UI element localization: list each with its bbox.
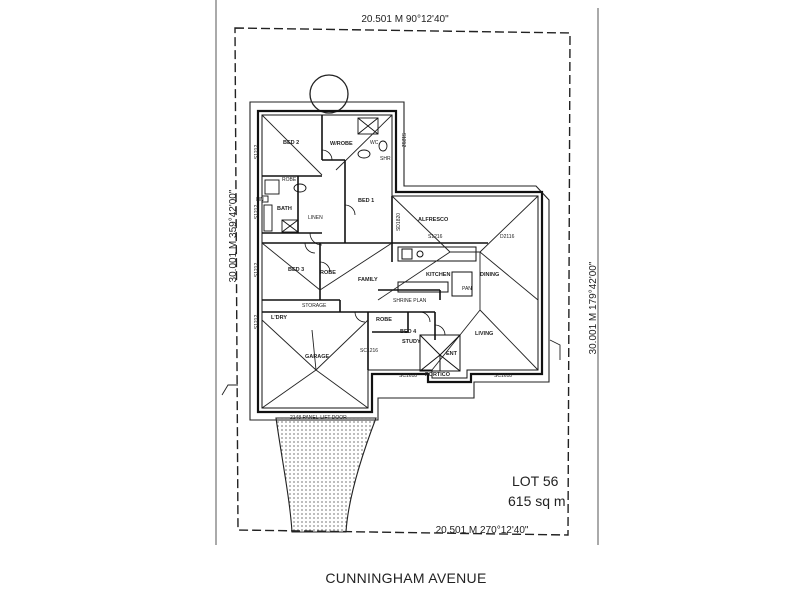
lot-number: LOT 56 [512, 473, 559, 489]
room-bed-2: BED 2 [283, 140, 299, 146]
lot-tick-left [221, 384, 238, 396]
room-wrobe: W/ROBE [330, 141, 353, 147]
annotation-linen: LINEN [308, 215, 323, 221]
annotation-wc: WC [370, 140, 379, 146]
annotation-lin: LIN [256, 197, 264, 203]
room-ldry: L'DRY [271, 315, 287, 321]
boundary-bottom-label: 20.501 M 270°12'40" [436, 525, 529, 536]
room-alfresco: ALFRESCO [418, 217, 449, 223]
street-name: CUNNINGHAM AVENUE [325, 570, 486, 586]
room-robe-bed-4: ROBE [376, 317, 392, 323]
annotation-sc1618-left: SC1618 [399, 373, 417, 379]
room-kitchen: KITCHEN [426, 272, 450, 278]
tree-symbol [309, 74, 349, 114]
annotation-storage-lower: SC1216 [360, 348, 378, 354]
window-label-right-1: S1212 [400, 133, 406, 148]
room-bed-4: BED 4 [400, 329, 417, 335]
boundary-right-label: 30.001 M 179°42'00" [588, 261, 599, 354]
window-label-mid-1: SD1820 [396, 213, 402, 231]
annotation-d2116: D2116 [500, 234, 515, 240]
window-label-left-4: S1212 [254, 315, 260, 330]
internal-walls [262, 115, 488, 370]
room-bed-3: BED 3 [288, 267, 304, 273]
room-dining: DINING [480, 272, 499, 278]
room-family: FAMILY [358, 277, 378, 283]
portico [419, 334, 461, 372]
room-bath: BATH [277, 206, 292, 212]
roof-overhang [249, 101, 550, 421]
lot-tick-right [549, 339, 561, 360]
boundary-left-label: 30.001 M 359°42'00" [228, 189, 239, 282]
annotation-shrine: SHRINE PLAN [393, 298, 427, 304]
door-swings [304, 149, 446, 336]
annotation-shower: SHR [380, 156, 391, 162]
window-label-left-3: S1212 [254, 263, 260, 278]
room-bed-1: BED 1 [358, 198, 374, 204]
annotation-robe-top: ROBE [282, 177, 297, 183]
bathroom-fixtures [261, 117, 388, 233]
driveway [275, 417, 377, 533]
room-ent: ENT [446, 351, 458, 357]
lot-area: 615 sq m [508, 493, 566, 509]
annotation-pan: PAN [462, 286, 472, 292]
boundary-top-label: 20.501 M 90°12'40" [361, 14, 449, 25]
annotation-garage-door: 2148 PANEL-LIFT DOOR [290, 415, 347, 421]
room-living: LIVING [475, 331, 493, 337]
room-robe-bed-3: ROBE [320, 270, 336, 276]
annotation-s1216: S1216 [428, 234, 443, 240]
room-study: STUDY [402, 339, 421, 345]
window-label-left-2: S1212 [254, 205, 260, 220]
lot-boundary [234, 27, 571, 536]
room-portico: PORTICO [425, 372, 451, 378]
window-label-left-1: S1212 [254, 145, 260, 160]
room-storage: STORAGE [302, 303, 327, 309]
annotation-sc1618-right: SC1618 [494, 373, 512, 379]
room-garage: GARAGE [305, 354, 329, 360]
